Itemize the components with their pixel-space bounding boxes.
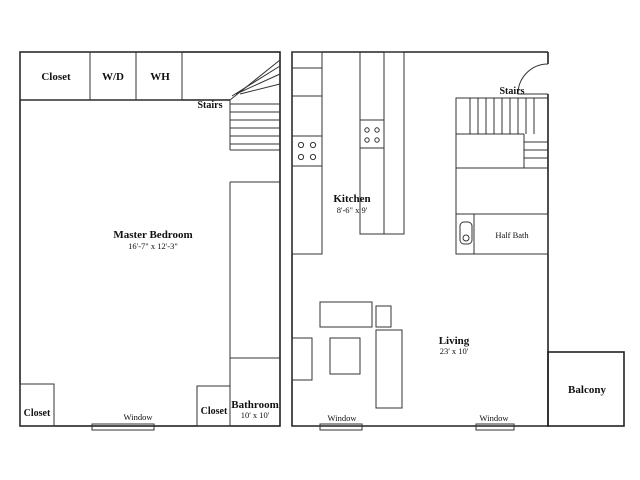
entry-door-swing	[517, 63, 549, 95]
window-left-graphic	[91, 423, 155, 431]
wd-label: W/D	[102, 71, 124, 83]
half-bath-graphic	[455, 213, 549, 255]
window-living-left-label: Window	[328, 413, 358, 423]
bathroom-size: 10' x 10'	[241, 410, 270, 420]
closet-bottom-left-label: Closet	[24, 408, 51, 419]
balcony-label: Balcony	[568, 384, 606, 396]
kitchen-size: 8'-6" x 9'	[337, 205, 368, 215]
stairs-right-label: Stairs	[500, 86, 525, 97]
stairs-left-label: Stairs	[198, 100, 223, 111]
half-bath-label: Half Bath	[495, 230, 529, 240]
window-left-label: Window	[124, 412, 154, 422]
closet-top-label: Closet	[41, 71, 71, 83]
window-living-right-graphic	[475, 423, 515, 431]
window-living-right-label: Window	[480, 413, 510, 423]
balcony-graphic	[547, 351, 625, 427]
bathroom-label: Bathroom	[231, 399, 278, 411]
stairs-right-graphic	[455, 97, 548, 254]
right-unit: Kitchen 8'-6" x 9' Stairs Half Bath Livi…	[291, 51, 625, 431]
living-furniture	[291, 301, 403, 409]
closet-bottom-mid-box	[196, 385, 231, 427]
kitchen-label: Kitchen	[333, 193, 370, 205]
closet-bottom-mid-label: Closet	[201, 406, 228, 417]
kitchen-counters	[291, 51, 405, 255]
window-living-left-graphic	[319, 423, 363, 431]
stairs-left-graphic	[229, 59, 281, 151]
closet-bottom-left-box	[19, 383, 55, 427]
left-unit: Closet W/D WH Stairs Master Bedroom 16'-…	[19, 51, 281, 431]
living-size: 23' x 10'	[440, 346, 469, 356]
wh-label: WH	[150, 71, 170, 83]
master-bedroom-label: Master Bedroom	[113, 229, 192, 241]
master-bedroom-size: 16'-7" x 12'-3"	[128, 241, 178, 251]
living-label: Living	[439, 335, 470, 347]
